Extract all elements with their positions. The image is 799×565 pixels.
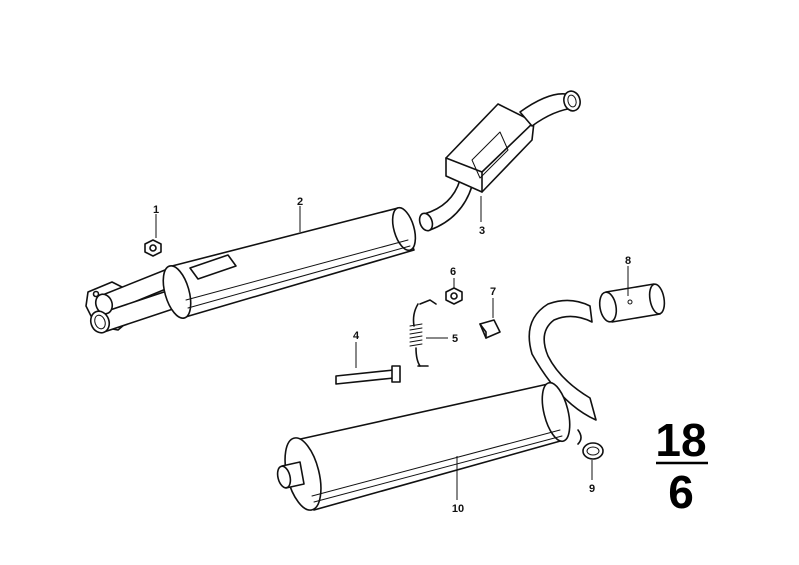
part-9-ring [582, 442, 604, 460]
part-4-bolt [335, 365, 401, 385]
leader-lines [155, 196, 629, 500]
part-10-rear-silencer [276, 299, 597, 511]
callout-3: 3 [479, 225, 485, 237]
callout-9: 9 [589, 483, 595, 495]
callout-8: 8 [625, 255, 631, 267]
part-6-nut [445, 287, 463, 305]
group-number-bottom: 6 [668, 466, 694, 518]
part-8-sleeve [598, 283, 666, 323]
group-number-top: 18 [655, 414, 706, 466]
callout-7: 7 [490, 286, 496, 298]
callout-5: 5 [452, 333, 458, 345]
part-3-middle-pipe [418, 90, 581, 232]
callout-10: 10 [452, 503, 464, 515]
part-1-nut [144, 239, 162, 257]
callout-6: 6 [450, 266, 456, 278]
callout-4: 4 [353, 330, 360, 342]
group-number: 18 6 [655, 414, 708, 518]
callout-2: 2 [297, 196, 303, 208]
part-2-front-silencer [85, 206, 417, 334]
part-5-spring-hanger [409, 299, 437, 367]
part-7-rubber-mount [479, 319, 501, 339]
callout-1: 1 [153, 204, 159, 216]
